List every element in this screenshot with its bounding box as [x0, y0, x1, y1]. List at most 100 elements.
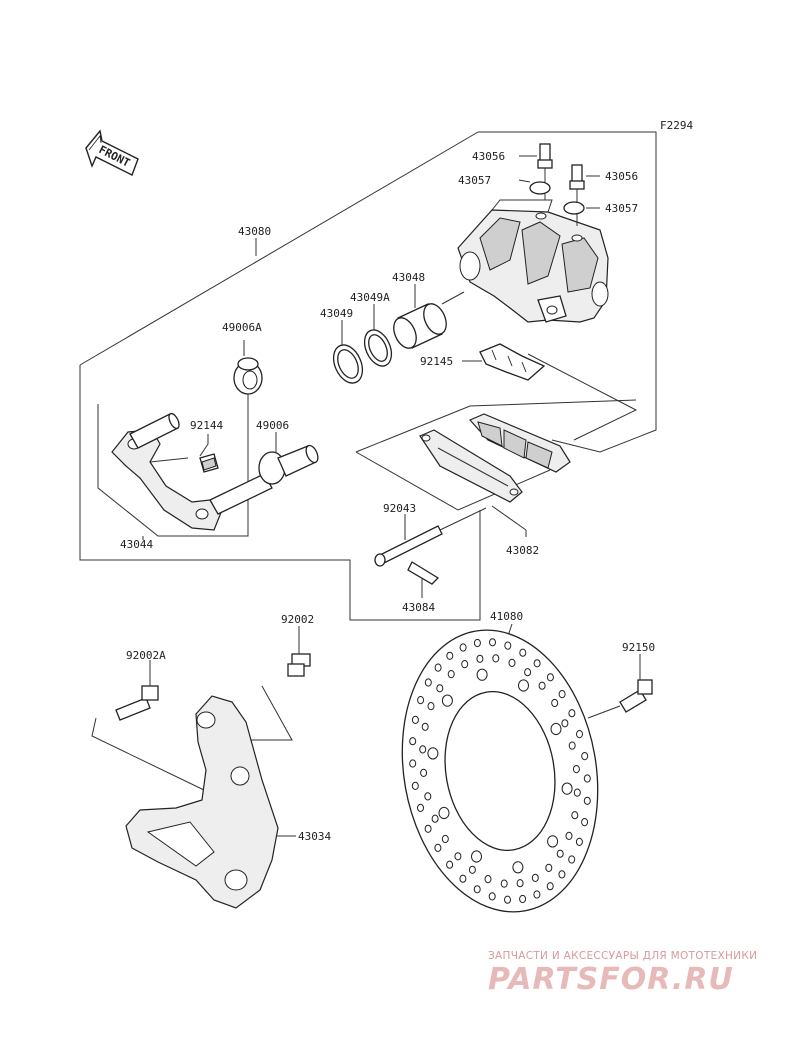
disc-hole	[512, 861, 524, 874]
disc-hole	[558, 690, 566, 699]
caliper-bracket	[125, 695, 279, 909]
boot-lower	[258, 444, 319, 485]
holder-clip	[199, 453, 219, 473]
disc-hole	[454, 852, 462, 861]
label-bleeder-valve-a: 43056	[472, 150, 505, 163]
disc-hole	[461, 660, 469, 669]
disc-hole	[419, 745, 427, 754]
disc-hole	[504, 895, 511, 904]
bleeder-valve-b	[569, 164, 585, 226]
disc-hole	[447, 670, 455, 679]
disc-hole	[508, 658, 516, 668]
label-cotter-pin: 43084	[402, 601, 435, 614]
disc-hole	[519, 648, 527, 657]
disc-hole	[446, 860, 454, 869]
disc-hole	[538, 681, 546, 690]
watermark-tagline: ЗАПЧАСТИ И АКСЕССУАРЫ ДЛЯ МОТОТЕХНИКИ	[488, 950, 758, 962]
watermark-logo: PARTSFOR.RU	[488, 962, 734, 997]
disc-hole	[484, 875, 492, 884]
disc-hole	[533, 890, 541, 899]
disc-hole	[583, 774, 591, 783]
label-caliper-holder: 43044	[120, 538, 153, 551]
label-bracket: 43034	[298, 830, 331, 843]
disc-hole	[581, 752, 589, 761]
disc-hole	[575, 837, 583, 847]
piston-seal	[332, 344, 364, 384]
label-piston-seal: 43049	[320, 307, 353, 320]
disc-hole	[551, 698, 559, 708]
disc-hole	[417, 803, 424, 813]
brake-pad-a	[468, 413, 571, 473]
disc-hole	[424, 678, 432, 687]
disc-hole	[438, 806, 450, 820]
boot-upper	[233, 357, 263, 395]
disc-hole	[424, 792, 432, 801]
bracket-box	[91, 717, 205, 791]
brake-pad-b	[419, 429, 523, 503]
caliper-assy-outline	[478, 131, 657, 453]
figure-code: F2294	[660, 119, 693, 132]
disc-hole	[436, 684, 444, 693]
label-holder-clip: 92144	[190, 419, 223, 432]
disc-hole	[471, 850, 482, 863]
cotter-pin	[407, 561, 440, 585]
disc-hole	[434, 663, 442, 672]
disc-hole	[421, 722, 429, 731]
disc-hole	[547, 835, 559, 848]
pad-pin	[374, 525, 443, 567]
disc-hole	[545, 863, 553, 873]
label-pad-pin: 92043	[383, 502, 416, 515]
disc-hole	[550, 722, 562, 736]
disc-hole	[546, 882, 554, 891]
disc-hole	[420, 768, 428, 778]
slide-pin-lower	[209, 473, 273, 515]
disc-hole	[427, 702, 435, 711]
disc-hole	[488, 892, 496, 901]
disc-hole	[571, 811, 579, 820]
bolt-92002	[287, 653, 311, 677]
disc-hole	[473, 638, 481, 648]
label-boot-lower: 49006	[256, 419, 289, 432]
label-pad-set: 43082	[506, 544, 539, 557]
disc-hole	[546, 673, 554, 682]
disc-hole	[459, 643, 467, 652]
label-bleeder-cap-a: 43057	[458, 174, 491, 187]
label-bolt-92002a: 92002A	[126, 649, 166, 662]
disc-hole	[441, 694, 453, 707]
disc-hole	[531, 873, 539, 883]
disc-hole	[581, 818, 589, 827]
front-arrow-icon: FRONT	[85, 129, 139, 176]
label-caliper-assy: 43080	[238, 225, 271, 238]
disc-hole	[568, 855, 576, 864]
disc-hole	[518, 679, 529, 692]
slide-pin-upper	[129, 412, 180, 449]
disc-hole	[473, 885, 481, 894]
label-pad-spring: 92145	[420, 355, 453, 368]
disc-hole	[409, 737, 417, 746]
pad-spring	[479, 343, 546, 381]
caliper-holder	[111, 429, 223, 531]
label-piston: 43048	[392, 271, 425, 284]
disc-hole	[556, 849, 564, 858]
disc-hole	[558, 870, 566, 879]
disc-hole	[583, 796, 591, 805]
dust-seal	[363, 329, 393, 367]
disc-hole	[565, 831, 573, 841]
disc-hole	[519, 894, 527, 904]
label-boot-upper: 49006A	[222, 321, 262, 334]
disc-hole	[516, 879, 524, 888]
disc-hole	[524, 668, 532, 677]
disc-hole	[446, 651, 454, 660]
disc-hole	[533, 659, 541, 668]
disc-hole	[572, 765, 580, 774]
disc-hole	[431, 814, 439, 823]
disc-hole	[459, 874, 467, 883]
disc-hole	[568, 741, 576, 750]
bleeder-cap-b	[563, 201, 585, 215]
disc-hole	[441, 834, 449, 844]
disc-hole	[561, 782, 573, 795]
bolt-92150	[619, 679, 653, 713]
label-bleeder-valve-b: 43056	[605, 170, 638, 183]
pad-set-box	[355, 399, 637, 453]
